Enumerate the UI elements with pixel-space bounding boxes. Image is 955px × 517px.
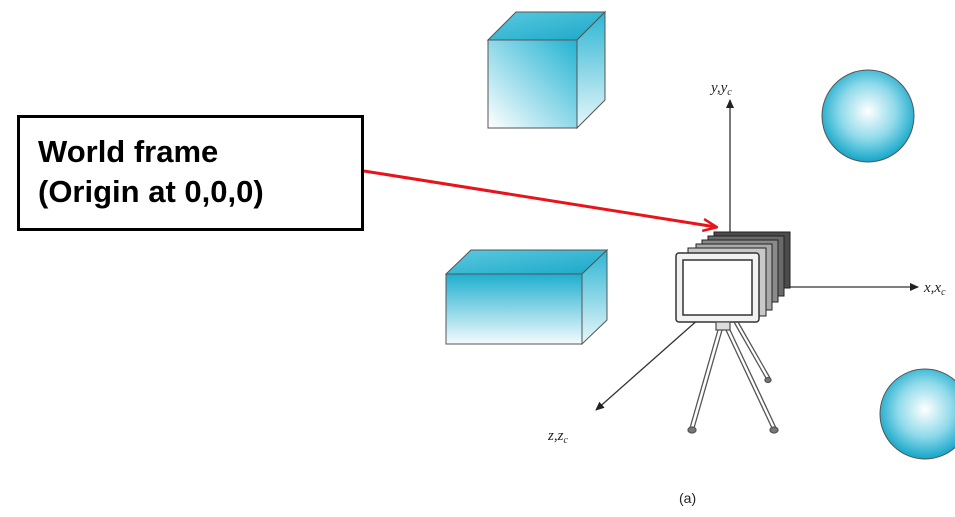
sphere-icon-top <box>821 69 915 163</box>
z-axis <box>595 317 701 411</box>
sphere-icon-bottom <box>879 368 955 460</box>
world-frame-label-box: World frame (Origin at 0,0,0) <box>17 115 364 231</box>
label-line-1: World frame <box>38 134 219 169</box>
tripod-icon <box>687 321 779 434</box>
cube-icon <box>486 10 607 130</box>
camera-icon <box>675 231 791 323</box>
figure-caption: (a) <box>679 490 696 506</box>
pointer-arrow <box>363 169 716 227</box>
y-axis-label: y,yc <box>709 80 732 98</box>
label-line-2: (Origin at 0,0,0) <box>38 174 264 209</box>
box-icon <box>444 248 609 346</box>
z-axis-label: z,zc <box>547 428 568 446</box>
x-axis-label: x,xc <box>923 280 946 298</box>
